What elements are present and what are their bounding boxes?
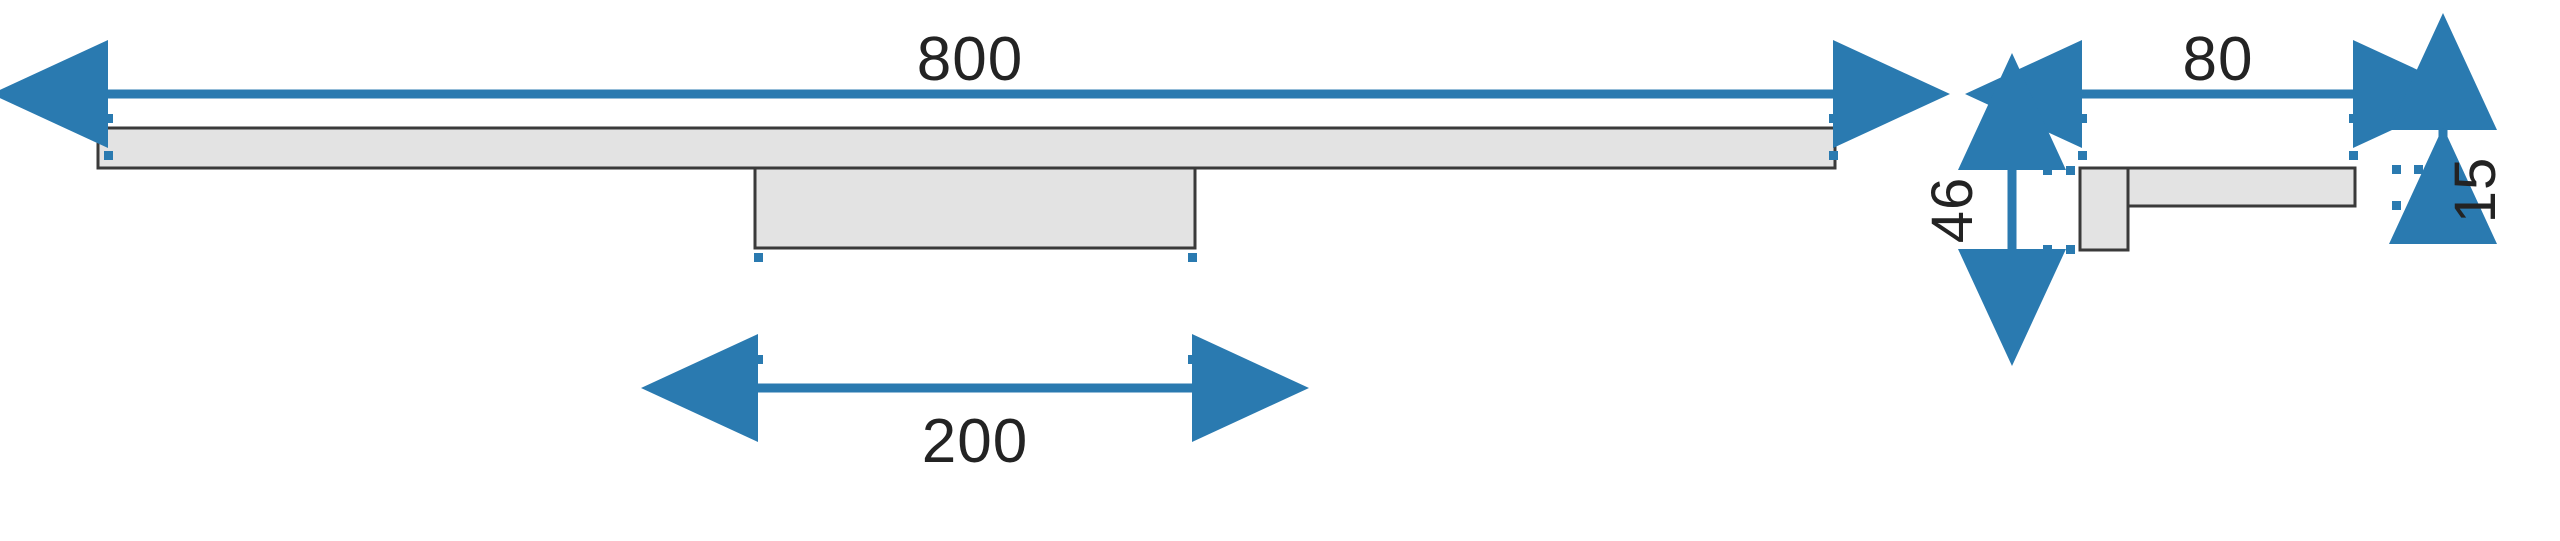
side-view-vertical-leg: [2078, 166, 2130, 252]
extension-tick: [104, 151, 113, 160]
dimension-label-46: 46: [1920, 177, 1985, 244]
dimension-center-block-width: 200: [641, 253, 1309, 476]
extension-tick: [2066, 245, 2075, 254]
extension-tick: [2414, 165, 2423, 174]
dimension-label-800: 800: [917, 25, 1023, 94]
dimension-label-15: 15: [2443, 157, 2508, 224]
extension-tick: [2349, 151, 2358, 160]
extension-tick: [2392, 201, 2401, 210]
extension-tick: [2414, 201, 2423, 210]
side-view-horizontal-arm: [2126, 166, 2357, 208]
extension-tick: [2078, 151, 2087, 160]
dimension-overall-width: 800: [0, 25, 1950, 160]
extension-tick: [1188, 253, 1197, 262]
extension-tick: [754, 253, 763, 262]
extension-tick: [2043, 166, 2052, 175]
extension-tick: [2392, 165, 2401, 174]
extension-tick: [2349, 114, 2358, 123]
extension-tick: [1829, 114, 1838, 123]
extension-tick: [2066, 166, 2075, 175]
extension-tick: [1829, 151, 1838, 160]
main-bar: [96, 126, 1837, 170]
extension-tick: [754, 355, 763, 364]
side-view: [2078, 166, 2357, 252]
dimension-height: 46: [1920, 53, 2075, 366]
dimension-label-80: 80: [2183, 25, 2254, 94]
extension-tick: [1188, 355, 1197, 364]
dimension-thickness: 15: [2389, 13, 2508, 244]
extension-tick: [104, 114, 113, 123]
extension-tick: [2078, 114, 2087, 123]
dimension-depth: 80: [1965, 25, 2470, 160]
center-block: [753, 166, 1197, 250]
extension-tick: [2043, 245, 2052, 254]
front-view: [96, 126, 1837, 250]
dimension-label-200: 200: [922, 407, 1028, 476]
